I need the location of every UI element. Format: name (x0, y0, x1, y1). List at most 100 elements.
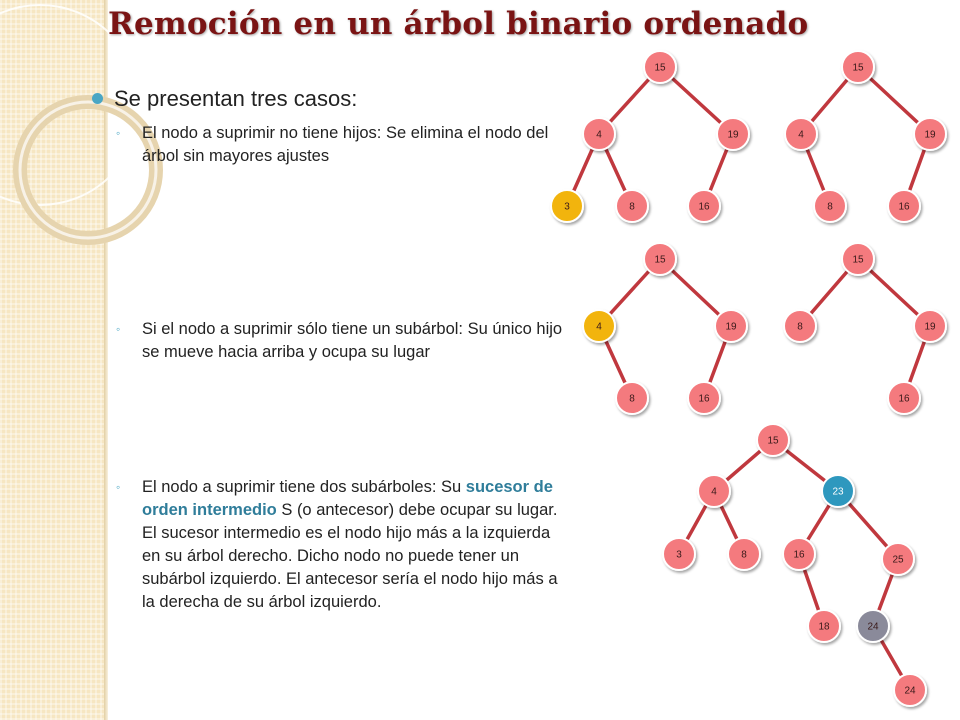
node-label: 15 (852, 255, 864, 266)
tree-3: 15 4 19 8 16 (582, 242, 748, 415)
node-circle (615, 381, 649, 415)
tree-node: 16 (687, 189, 721, 223)
node-label: 15 (654, 255, 666, 266)
node-circle (856, 609, 890, 643)
node-label: 23 (832, 487, 844, 498)
node-label: 8 (629, 394, 635, 405)
node-circle (662, 537, 696, 571)
case-no-children: ◦ El nodo a suprimir no tiene hijos: Se … (116, 122, 568, 168)
node-label: 15 (852, 63, 864, 74)
sidebar-edge (104, 0, 108, 720)
tree-node: 23 (821, 474, 855, 508)
node-label: 16 (898, 394, 910, 405)
node-label: 4 (596, 130, 602, 141)
case-one-subtree: ◦ Si el nodo a suprimir sólo tiene un su… (116, 318, 568, 364)
node-label: 24 (867, 622, 879, 633)
tree-node: 19 (716, 117, 750, 151)
node-label: 4 (798, 130, 804, 141)
node-circle (550, 189, 584, 223)
node-circle (687, 381, 721, 415)
node-circle (913, 309, 947, 343)
bullet-icon (92, 93, 103, 104)
node-circle (756, 423, 790, 457)
node-label: 16 (698, 202, 710, 213)
tree-node: 3 (550, 189, 584, 223)
node-label: 24 (904, 686, 916, 697)
node-circle (813, 189, 847, 223)
node-circle (582, 117, 616, 151)
node-circle (643, 242, 677, 276)
node-circle (913, 117, 947, 151)
tree-node: 16 (887, 381, 921, 415)
tree-2: 15 4 19 8 16 (784, 50, 947, 223)
tree-5: 15 4 23 3 8 16 25 18 24 24 (662, 423, 927, 707)
node-label: 8 (629, 202, 635, 213)
tree-1: 15 4 19 3 8 16 (550, 50, 750, 223)
case-text: El nodo a suprimir tiene dos subárboles:… (142, 476, 568, 614)
node-label: 19 (727, 130, 739, 141)
tree-node: 8 (813, 189, 847, 223)
node-label: 15 (767, 436, 779, 447)
node-label: 16 (793, 550, 805, 561)
node-label: 19 (725, 322, 737, 333)
tree-node: 8 (783, 309, 817, 343)
case-two-subtrees: ◦ El nodo a suprimir tiene dos subárbole… (116, 476, 568, 614)
node-circle (807, 609, 841, 643)
node-label: 4 (711, 487, 717, 498)
tree-node: 16 (687, 381, 721, 415)
node-label: 19 (924, 322, 936, 333)
tree-node: 16 (782, 537, 816, 571)
slide-title: Remoción en un árbol binario ordenado (108, 6, 809, 42)
tree-node: 4 (784, 117, 818, 151)
node-label: 8 (741, 550, 747, 561)
ring-bullet-icon: ◦ (116, 322, 121, 336)
node-label: 8 (797, 322, 803, 333)
tree-node: 19 (714, 309, 748, 343)
node-circle (643, 50, 677, 84)
node-circle (697, 474, 731, 508)
tree-node: 3 (662, 537, 696, 571)
node-circle (783, 309, 817, 343)
tree-node: 8 (615, 381, 649, 415)
tree-node: 8 (727, 537, 761, 571)
decorative-sidebar (0, 0, 106, 720)
tree-node: 15 (643, 242, 677, 276)
tree-node: 4 (582, 309, 616, 343)
node-label: 18 (818, 622, 830, 633)
tree-node: 8 (615, 189, 649, 223)
tree-node: 15 (841, 242, 875, 276)
intro-text: Se presentan tres casos: (114, 86, 358, 111)
tree-node: 18 (807, 609, 841, 643)
node-circle (887, 189, 921, 223)
node-circle (716, 117, 750, 151)
case-text-after: S (o antecesor) debe ocupar su lugar. El… (142, 501, 558, 611)
case-text-before: El nodo a suprimir tiene dos subárboles:… (142, 478, 466, 496)
tree-node: 15 (841, 50, 875, 84)
case-highlight: sucesor de orden intermedio (142, 478, 553, 519)
case-text: El nodo a suprimir no tiene hijos: Se el… (142, 124, 549, 165)
node-label: 25 (892, 555, 904, 566)
node-circle (714, 309, 748, 343)
node-circle (841, 50, 875, 84)
tree-node: 19 (913, 309, 947, 343)
node-circle (784, 117, 818, 151)
node-circle (687, 189, 721, 223)
node-circle (582, 309, 616, 343)
tree-node: 4 (697, 474, 731, 508)
tree-node: 15 (643, 50, 677, 84)
ring-bullet-icon: ◦ (116, 480, 121, 494)
node-circle (727, 537, 761, 571)
tree-node: 25 (881, 542, 915, 576)
tree-node: 4 (582, 117, 616, 151)
ring-bullet-icon: ◦ (116, 126, 121, 140)
node-circle (782, 537, 816, 571)
node-label: 16 (898, 202, 910, 213)
tree-4: 15 8 19 16 (783, 242, 947, 415)
node-label: 4 (596, 322, 602, 333)
tree-node: 15 (756, 423, 790, 457)
node-label: 8 (827, 202, 833, 213)
node-label: 3 (676, 550, 682, 561)
node-circle (887, 381, 921, 415)
tree-node: 19 (913, 117, 947, 151)
